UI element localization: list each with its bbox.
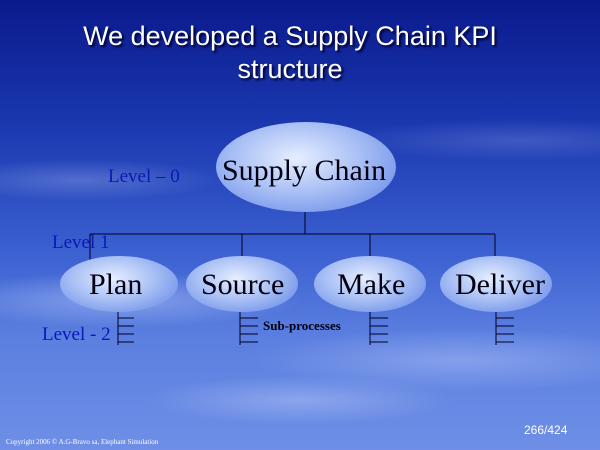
level-0-label: Level – 0 <box>108 166 180 187</box>
node-make-label: Make <box>337 268 406 301</box>
node-deliver-label: Deliver <box>455 268 545 301</box>
subprocesses-label: Sub-processes <box>263 318 341 333</box>
deliver-subprocess-ticks <box>495 312 514 345</box>
node-source-label: Source <box>201 268 285 301</box>
slide-title: We developed a Supply Chain KPI structur… <box>0 20 580 86</box>
node-supply-chain <box>216 122 396 212</box>
level-2-label: Level - 2 <box>42 324 111 345</box>
title-line-2: structure <box>237 54 343 84</box>
copyright-text: Copyright 2006 © A.G-Bravo sa, Elephant … <box>6 438 159 446</box>
node-plan <box>60 256 178 312</box>
node-deliver <box>440 256 552 312</box>
level-1-label: Level 1 <box>52 232 110 253</box>
plan-subprocess-ticks <box>117 312 134 345</box>
node-source <box>186 256 298 312</box>
node-supply-chain-label: Supply Chain <box>222 154 387 187</box>
title-line-1: We developed a Supply Chain KPI <box>83 21 497 51</box>
node-plan-label: Plan <box>89 268 143 301</box>
page-number: 266/424 <box>524 423 568 437</box>
source-subprocess-ticks <box>239 312 258 345</box>
node-make <box>314 256 426 312</box>
make-subprocess-ticks <box>369 312 388 345</box>
